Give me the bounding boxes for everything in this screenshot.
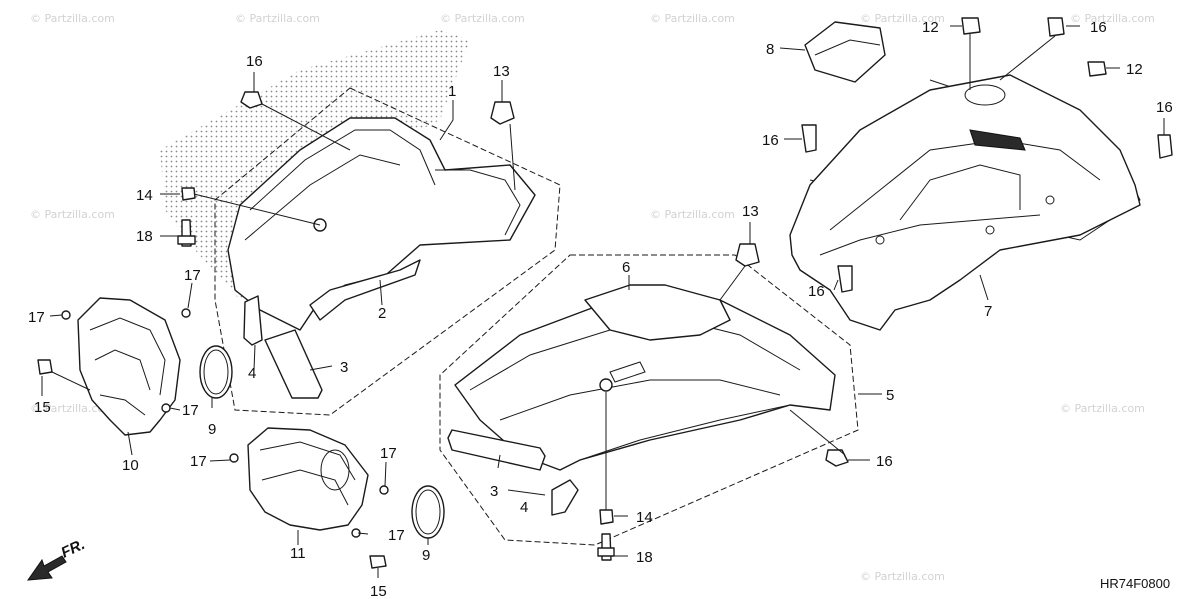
callout-16: 16 [876, 453, 893, 470]
bolt-16-topright [1047, 17, 1065, 37]
bolt-16-carrier-left [801, 124, 817, 153]
bolt-15-right [369, 555, 387, 569]
callout-3: 3 [490, 483, 498, 500]
callout-12: 12 [1126, 61, 1143, 78]
rubber-strip-front [264, 329, 323, 399]
clip-17-b [181, 308, 191, 318]
watermark: © Partzilla.com [860, 12, 945, 25]
inner-cover-left [77, 297, 181, 436]
clip-17-c [161, 403, 171, 413]
watermark: © Partzilla.com [30, 12, 115, 25]
nut-13-top [490, 101, 515, 125]
callout-3: 3 [340, 359, 348, 376]
callout-14: 14 [136, 187, 153, 204]
nut-12-right [1087, 61, 1107, 77]
callout-labels: 16 1 13 14 18 17 17 15 17 9 10 2 3 4 17 … [28, 19, 1173, 599]
watermark: © Partzilla.com [650, 12, 735, 25]
callout-14: 14 [636, 509, 653, 526]
nut-13-center [735, 243, 760, 267]
callout-15: 15 [34, 399, 51, 416]
callout-16: 16 [762, 132, 779, 149]
callout-15: 15 [370, 583, 387, 599]
callout-17: 17 [184, 267, 201, 284]
callout-16: 16 [808, 283, 825, 300]
front-label: FR. [59, 536, 88, 562]
clip-17-a [61, 310, 71, 320]
watermark: © Partzilla.com [30, 402, 115, 415]
front-fender-dashed-outline [214, 87, 561, 416]
callout-17: 17 [380, 445, 397, 462]
callout-4: 4 [248, 365, 256, 382]
callout-7: 7 [984, 303, 992, 320]
watermark: © Partzilla.com [860, 570, 945, 583]
rubber-pad-rear [551, 479, 579, 516]
carrier-cap [804, 21, 886, 83]
callout-9: 9 [208, 421, 216, 438]
callout-17: 17 [182, 402, 199, 419]
diagram-code: HR74F0800 [1100, 576, 1170, 591]
callout-16: 16 [1090, 19, 1107, 36]
callout-4: 4 [520, 499, 528, 516]
nut-14-left [181, 187, 196, 201]
callout-2: 2 [378, 305, 386, 322]
callout-18: 18 [636, 549, 653, 566]
inner-cover-right [247, 427, 369, 531]
rubber-pad-front [243, 295, 263, 346]
watermark: © Partzilla.com [650, 208, 735, 221]
callout-8: 8 [766, 41, 774, 58]
bolt-16-carrier-bottom [837, 265, 853, 293]
fender-bracket [309, 259, 421, 321]
callout-16: 16 [1156, 99, 1173, 116]
bolt-16-top [240, 91, 263, 109]
bolt-16-right [1157, 134, 1173, 159]
front-direction-indicator: FR. [26, 536, 88, 581]
callout-16: 16 [246, 53, 263, 70]
callout-1: 1 [448, 83, 456, 100]
callout-6: 6 [622, 259, 630, 276]
front-fender [227, 117, 536, 331]
callout-17: 17 [28, 309, 45, 326]
callout-13: 13 [493, 63, 510, 80]
rubber-strip-rear [447, 429, 546, 471]
ring-clamp-right [411, 485, 445, 539]
callout-18: 18 [136, 228, 153, 245]
bolt-18-center [597, 533, 615, 561]
callout-17: 17 [190, 453, 207, 470]
front-arrow-icon [26, 555, 67, 581]
clip-17-d [229, 453, 239, 463]
callout-12: 12 [922, 19, 939, 36]
bolt-15-left [37, 359, 53, 375]
nut-14-center [599, 509, 614, 525]
watermark: © Partzilla.com [235, 12, 320, 25]
clip-17-e [379, 485, 389, 495]
callout-17: 17 [388, 527, 405, 544]
bolt-16-center [825, 449, 849, 467]
nut-12-top [961, 17, 981, 35]
rear-carrier [789, 74, 1141, 331]
inner-panel [584, 284, 731, 341]
watermark: © Partzilla.com [440, 12, 525, 25]
ring-clamp-left [199, 345, 233, 399]
callout-10: 10 [122, 457, 139, 474]
callout-13: 13 [742, 203, 759, 220]
callout-5: 5 [886, 387, 894, 404]
watermark: © Partzilla.com [1070, 12, 1155, 25]
callout-9: 9 [422, 547, 430, 564]
watermark: © Partzilla.com [1060, 402, 1145, 415]
bolt-18-left [177, 219, 196, 247]
leader-lines [41, 25, 1165, 578]
callout-11: 11 [290, 545, 306, 562]
watermark: © Partzilla.com [30, 208, 115, 221]
